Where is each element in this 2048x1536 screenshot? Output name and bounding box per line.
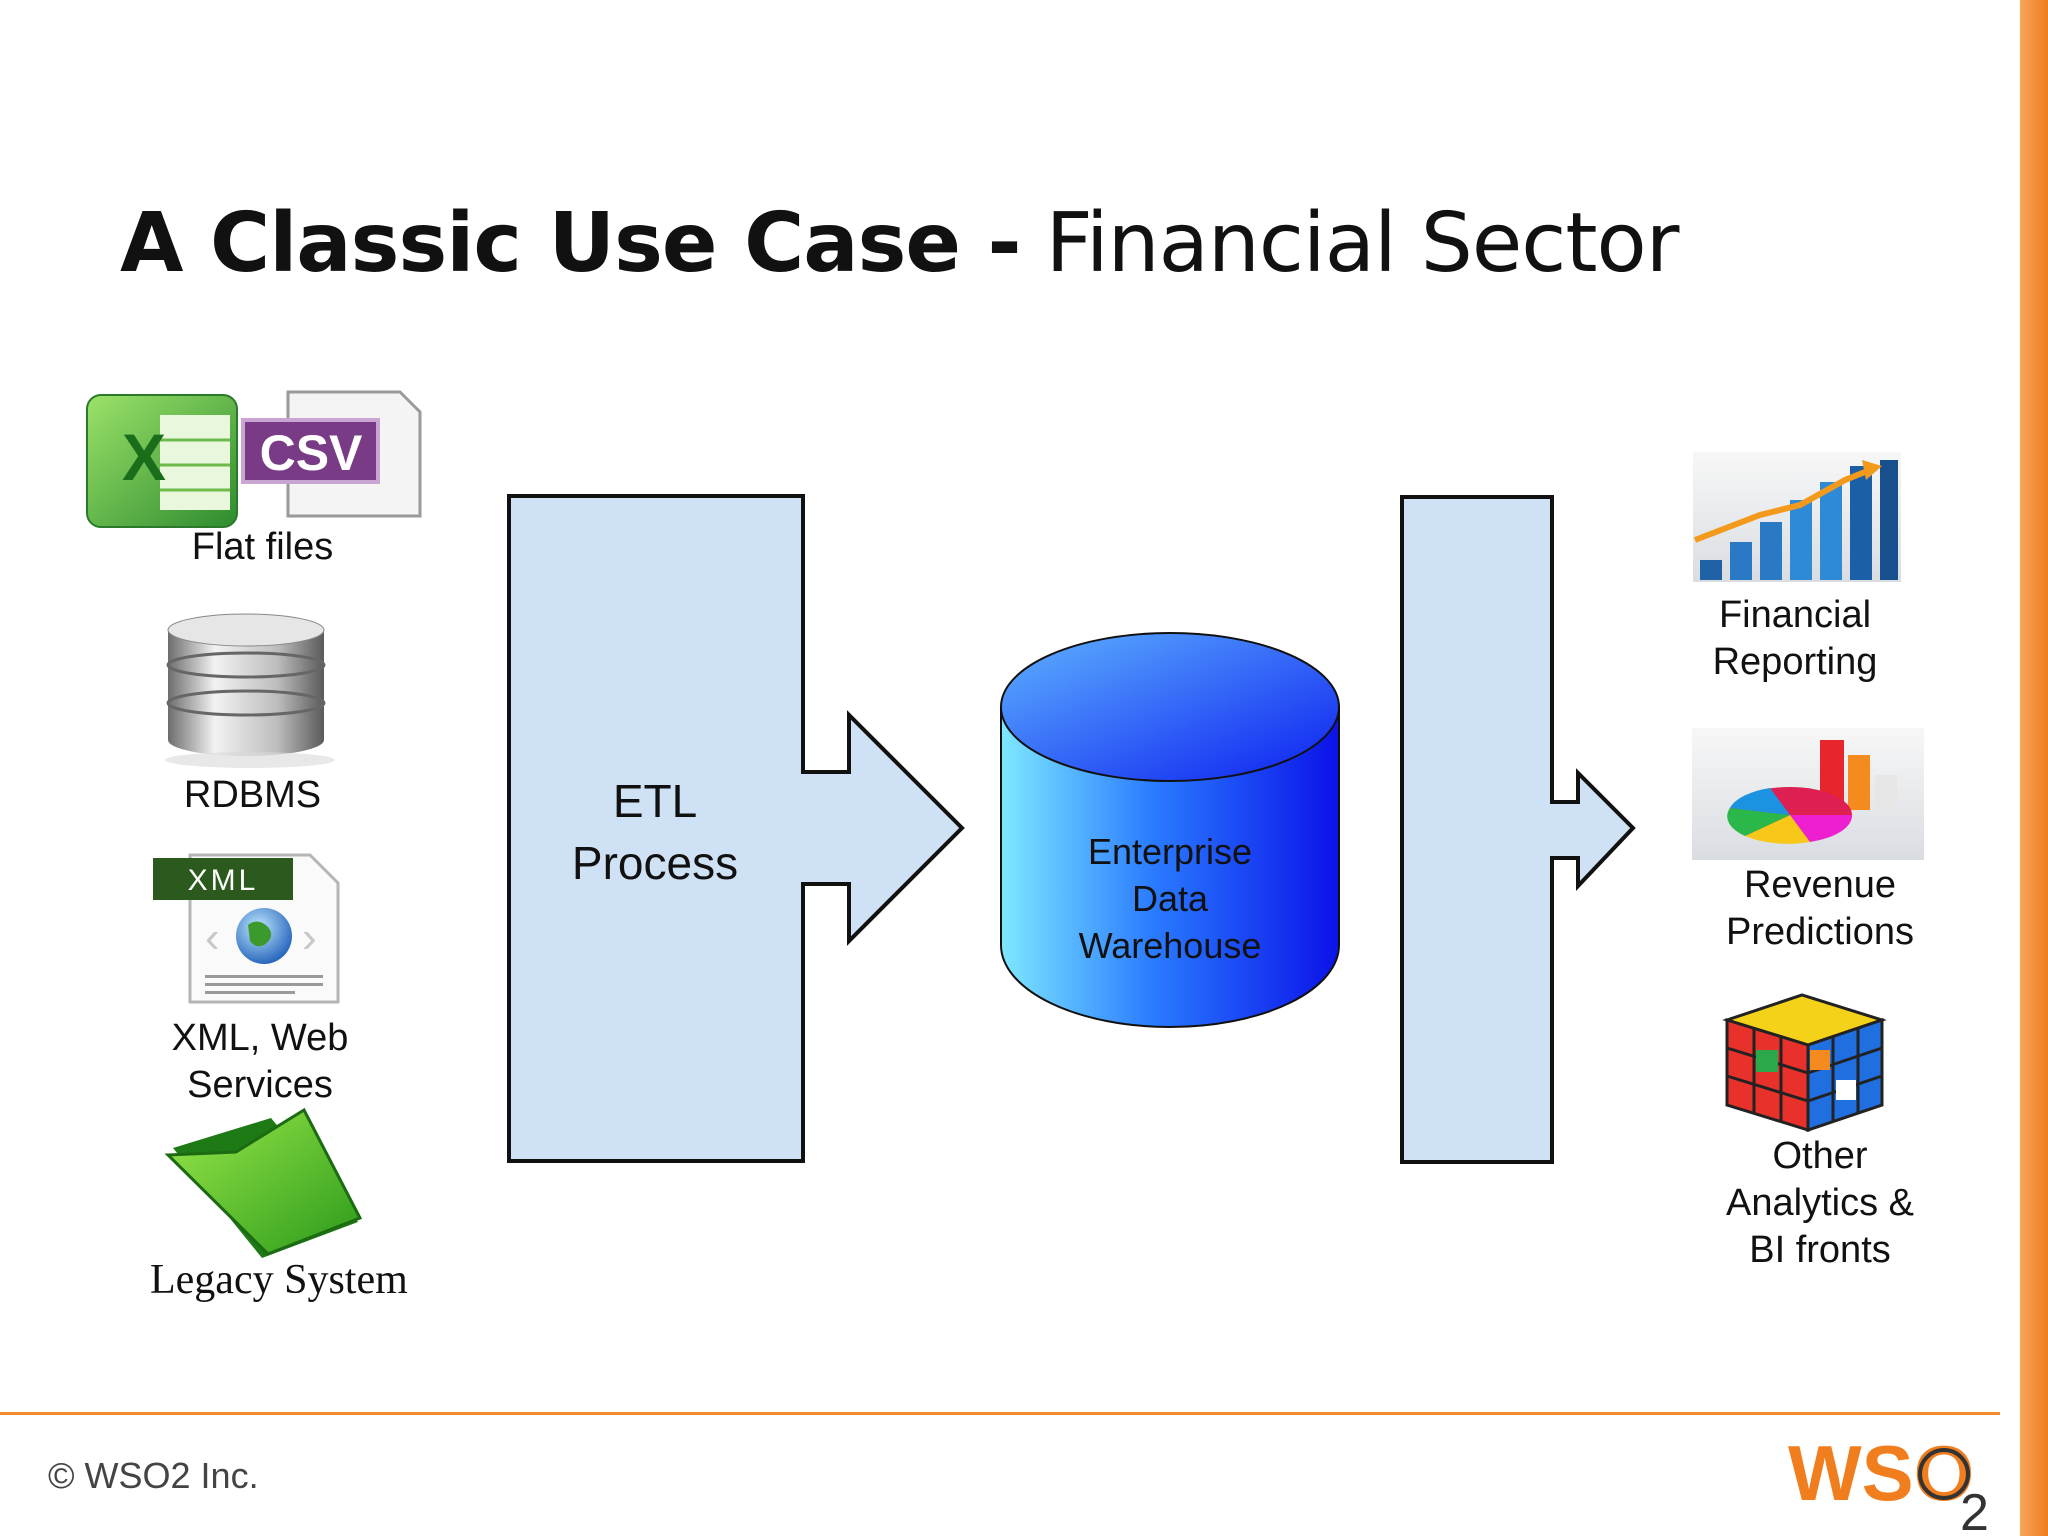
etl-process-arrow [507, 494, 965, 1163]
wso2-logo-sub: 2 [1960, 1484, 1989, 1536]
green-folder-icon [164, 1107, 363, 1258]
wso2-logo-text: WSO [1788, 1429, 1974, 1517]
excel-csv-icon: X CSV [86, 390, 422, 528]
svg-text:›: › [302, 913, 317, 962]
svg-text:‹: ‹ [205, 913, 220, 962]
label-financial-reporting: Financial Reporting [1712, 594, 1878, 683]
label-xml-web-services: XML, Web Services [171, 1017, 349, 1106]
rubiks-cube-icon [1722, 993, 1887, 1133]
wso2-logo: WSO 2 [1788, 1429, 1989, 1536]
svg-text:X: X [122, 420, 166, 494]
warehouse-cylinder [1000, 632, 1340, 1028]
footer-copyright: © WSO2 Inc. [48, 1455, 259, 1496]
pie-chart-icon [1692, 728, 1924, 860]
xml-badge: XML [188, 864, 259, 897]
label-rdbms: RDBMS [183, 774, 322, 816]
label-other-analytics: Other Analytics & BI fronts [1726, 1135, 1914, 1271]
slide-title: A Classic Use Case - Financial Sector [120, 196, 1680, 291]
xml-globe-icon: XML ‹ › [153, 853, 340, 1004]
label-flat-files: Flat files [191, 526, 334, 568]
title-bold: A Classic Use Case - [120, 196, 1022, 291]
title-light: Financial Sector [1045, 196, 1680, 291]
database-stack-icon [165, 613, 335, 768]
etl-process-label: ETL Process [571, 775, 739, 889]
warehouse-label: Enterprise Data Warehouse [1078, 831, 1262, 966]
output-arrow [1400, 495, 1636, 1164]
label-legacy-system: Legacy System [150, 1257, 408, 1303]
csv-badge: CSV [260, 425, 363, 481]
footer-divider [0, 1412, 2000, 1415]
bar-chart-arrow-icon [1693, 452, 1901, 582]
right-accent-bar [2020, 0, 2048, 1536]
label-revenue-predictions: Revenue Predictions [1726, 864, 1914, 953]
